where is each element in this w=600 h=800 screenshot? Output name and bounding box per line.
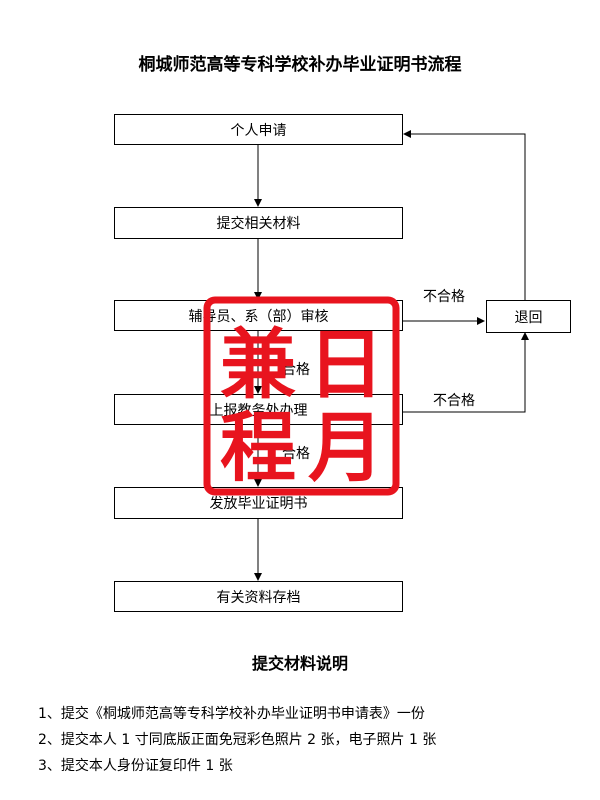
flow-return-box: 退回 — [486, 300, 571, 333]
stamp-outer-border — [203, 296, 400, 496]
arrow-step4-to-return — [402, 332, 529, 413]
flow-step-archive: 有关资料存档 — [114, 581, 403, 612]
arrow-return-to-step1 — [403, 130, 526, 300]
flow-step-academic-office: 上报教务处办理 — [114, 394, 403, 425]
stamp-char-3: 程 — [220, 403, 296, 492]
materials-list: 1、提交《桐城师范高等专科学校补办毕业证明书申请表》一份 2、提交本人 1 寸同… — [38, 701, 436, 779]
fail-label-office: 不合格 — [433, 393, 475, 409]
flow-step-submit-materials: 提交相关材料 — [114, 207, 403, 239]
page-title: 桐城师范高等专科学校补办毕业证明书流程 — [138, 55, 462, 75]
flow-step-personal-application: 个人申请 — [114, 114, 403, 145]
stamp-char-1: 兼 — [220, 320, 296, 409]
fail-label-review: 不合格 — [423, 289, 465, 305]
stamp-char-2: 日 — [308, 320, 384, 409]
materials-item: 2、提交本人 1 寸同底版正面免冠彩色照片 2 张，电子照片 1 张 — [38, 732, 437, 748]
materials-item: 3、提交本人身份证复印件 1 张 — [38, 758, 233, 774]
pass-label-office: 合格 — [282, 446, 310, 462]
stamp-char-4: 月 — [308, 403, 384, 492]
pass-label-review: 合格 — [282, 362, 310, 378]
materials-item: 1、提交《桐城师范高等专科学校补办毕业证明书申请表》一份 — [38, 706, 425, 722]
materials-heading: 提交材料说明 — [251, 654, 348, 673]
red-seal-stamp: 兼 日 程 月 — [203, 296, 400, 496]
